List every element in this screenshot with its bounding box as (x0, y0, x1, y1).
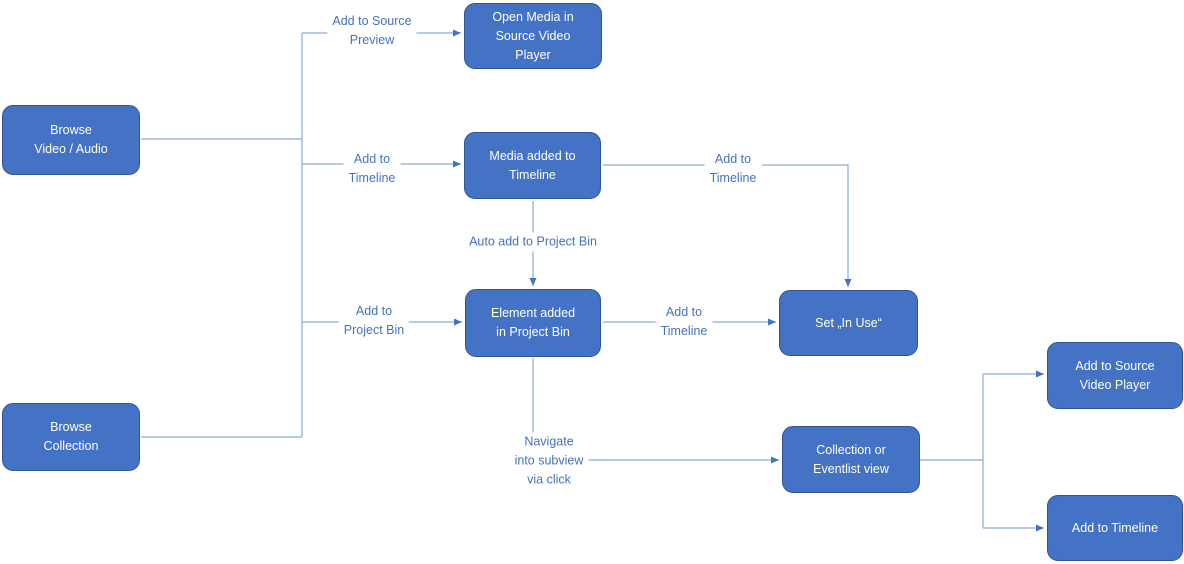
node-text-line: Video Player (1079, 377, 1151, 392)
edge-label-auto-add-to-project-bin: Auto add to Project Bin (464, 232, 602, 252)
node-collection-or-eventlist-view: Collection or Eventlist view (782, 426, 920, 493)
node-text-line: Media added to (489, 148, 576, 163)
node-media-added-to-timeline: Media added to Timeline (464, 132, 601, 199)
edge-label-line: Add to (714, 152, 752, 166)
edge-label-add-to-timeline-browse: Add to Timeline (343, 150, 401, 188)
edge-label-line: Timeline (660, 324, 708, 338)
edge-label-line: Add to Source (332, 14, 412, 28)
node-text-line: Element added (490, 306, 576, 320)
node-text-line: Add to Source (1075, 358, 1155, 373)
node-text-line: in Project Bin (496, 325, 570, 339)
edge-label-add-to-project-bin: Add to Project Bin (338, 302, 410, 340)
edge-label-line: Add to (355, 304, 393, 318)
node-text-line: Browse (50, 420, 92, 434)
node-text-line: Collection (43, 439, 99, 453)
edge-label-line: Add to (353, 152, 391, 166)
node-text-line: Open Media in (492, 9, 574, 24)
edge-label-line: Project Bin (343, 323, 405, 337)
node-element-added-in-project-bin: Element added in Project Bin (465, 289, 601, 357)
edge-label-add-to-timeline-element: Add to Timeline (655, 303, 713, 341)
edge-label-line: into subview (514, 453, 584, 468)
node-browse-collection: Browse Collection (2, 403, 140, 471)
node-text-line: Add to Timeline (1071, 520, 1159, 535)
edge-label-navigate-into-subview: Navigate into subview via click (509, 432, 589, 490)
node-open-media-in-source-video-player: Open Media in Source Video Player (464, 3, 602, 69)
edge-label-line: Timeline (709, 171, 757, 185)
node-text-line: Source Video (495, 28, 571, 43)
node-text-line: Collection or (816, 442, 886, 457)
node-add-to-source-video-player: Add to Source Video Player (1047, 342, 1183, 409)
edge-media-to-set-in-use (603, 164, 852, 287)
edge-label-line: Auto add to Project Bin (469, 234, 597, 249)
edge-label-line: Navigate (524, 434, 574, 449)
edge-label-line: Timeline (348, 171, 396, 185)
edge-label-add-to-timeline-media: Add to Timeline (704, 150, 762, 188)
node-text-line: Eventlist view (813, 461, 889, 476)
node-browse-video-audio: Browse Video / Audio (2, 105, 140, 175)
node-text-line: Browse (50, 123, 92, 137)
node-set-in-use: Set „In Use“ (779, 290, 918, 356)
node-add-to-timeline: Add to Timeline (1047, 495, 1183, 561)
node-text-line: Set „In Use“ (815, 315, 882, 330)
node-text-line: Video / Audio (34, 142, 108, 156)
node-text-line: Player (515, 47, 551, 62)
edge-label-add-to-source-preview: Add to Source Preview (327, 12, 417, 50)
edge-label-line: via click (527, 472, 571, 487)
edge-label-line: Preview (349, 33, 395, 47)
edge-label-line: Add to (665, 305, 703, 319)
node-text-line: Timeline (509, 167, 556, 182)
